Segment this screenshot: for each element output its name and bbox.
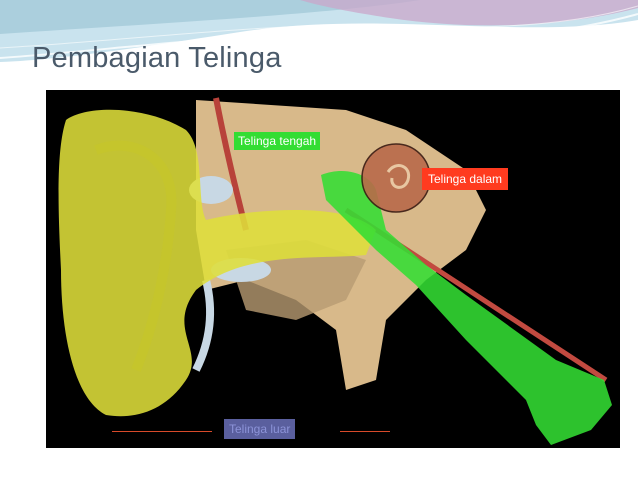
inner-ear-circle [361,143,431,213]
ear-anatomy-illustration [46,90,620,448]
middle-ear-label: Telinga tengah [234,132,321,150]
outer-ear-label-line-left [112,431,212,432]
ear-cross-section [58,97,612,445]
header-swoosh [0,0,638,62]
outer-ear-region [58,109,377,417]
outer-ear-label-line-right [340,431,390,432]
slide-title: Pembagian Telinga [32,42,282,74]
middle-ear-region [321,170,612,445]
outer-ear-label: Telinga luar [224,419,296,439]
inner-ear-label: Telinga dalam [422,168,509,190]
